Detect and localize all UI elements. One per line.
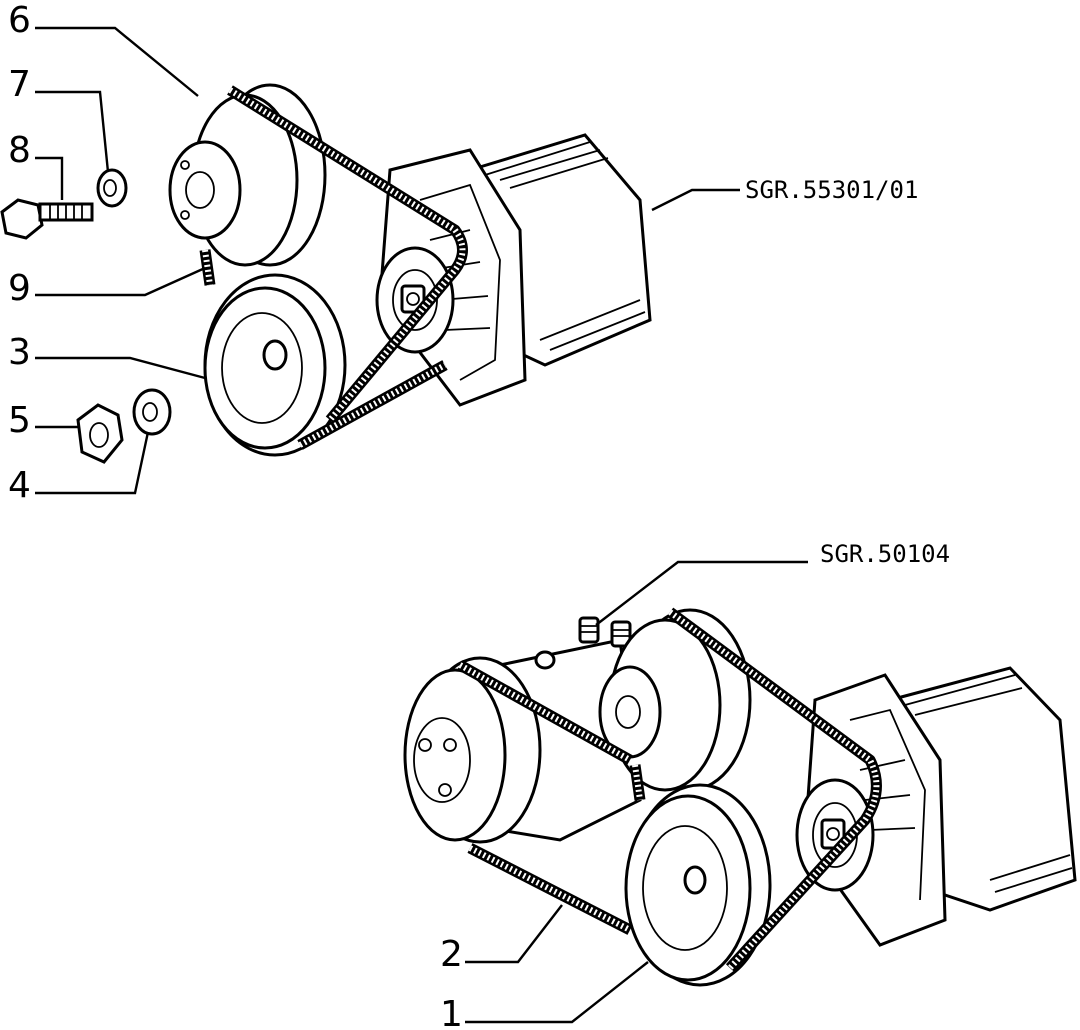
bottom-pulley-lower — [624, 783, 772, 987]
callout-4: 4 — [8, 465, 31, 506]
callout-2: 2 — [440, 934, 463, 975]
top-leader-lines — [35, 26, 740, 495]
callout-3: 3 — [8, 332, 31, 373]
callout-6: 6 — [8, 0, 31, 41]
reference-code-bottom: SGR.50104 — [820, 540, 950, 568]
callout-5: 5 — [8, 400, 31, 441]
washer-part-lower — [132, 388, 172, 436]
washer-part-upper — [96, 168, 128, 208]
top-belts — [199, 85, 468, 450]
callout-7: 7 — [8, 64, 31, 105]
callout-1: 1 — [440, 994, 463, 1030]
bottom-belts — [457, 607, 882, 972]
bottom-leader-lines — [465, 560, 808, 1024]
callout-9: 9 — [8, 268, 31, 309]
bottom-alternator — [795, 666, 1077, 947]
top-assembly: 6 7 8 9 3 5 4 SGR.55301/01 — [0, 0, 918, 506]
top-pulley-lower — [203, 273, 347, 457]
top-alternator — [375, 133, 652, 407]
bolt-part — [0, 198, 94, 240]
top-pulley-upper — [168, 83, 327, 267]
callout-8: 8 — [8, 130, 31, 171]
nut-part — [76, 403, 124, 464]
reference-code-top: SGR.55301/01 — [745, 176, 918, 204]
bottom-assembly: SGR.50104 2 1 — [403, 540, 1077, 1030]
